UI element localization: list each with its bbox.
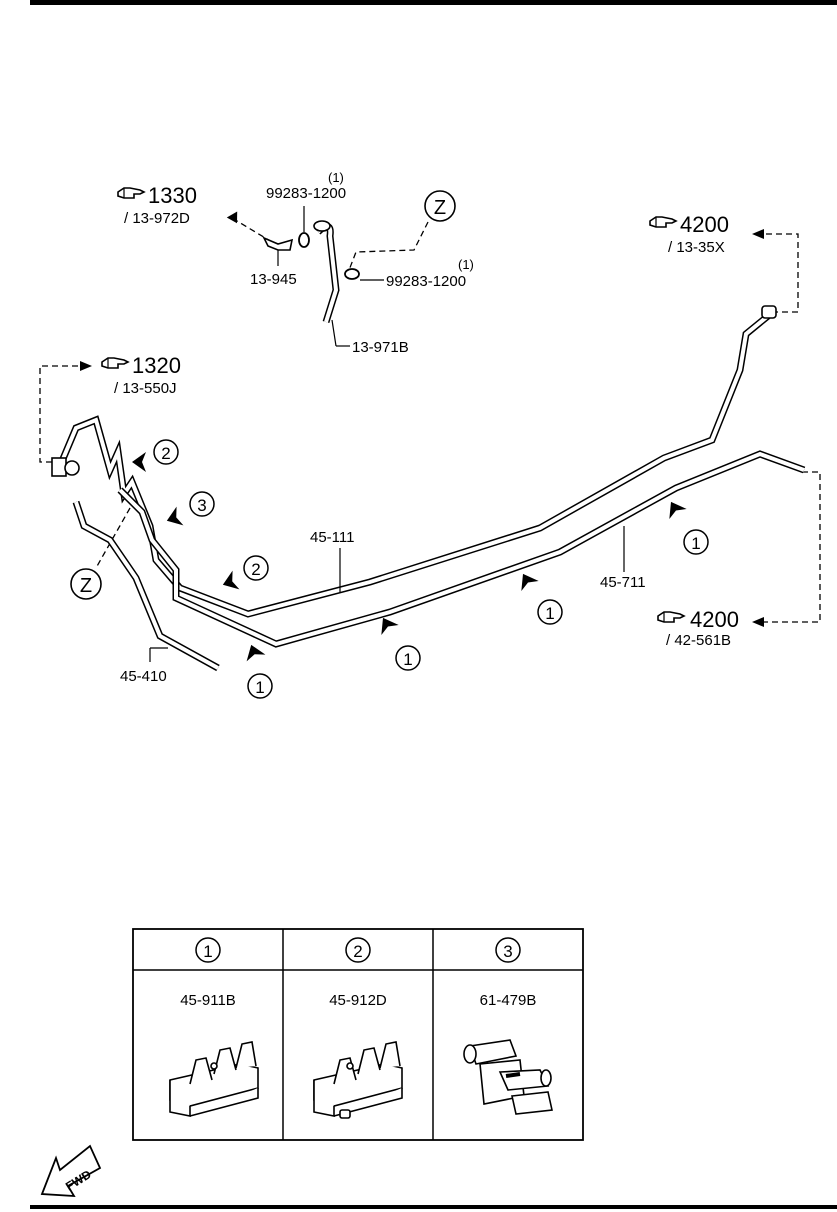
reference-part: / 13-972D [124,210,190,227]
part-label-45-410: 45-410 [120,668,167,685]
svg-text:2: 2 [251,560,260,579]
reference-page: 1320 [132,353,181,378]
dashed-leaders [39,217,821,623]
fuel-pipe-45-711[interactable] [120,454,804,644]
reference-1330[interactable]: 1330 / 13-972D [117,183,197,227]
svg-text:1: 1 [255,678,264,697]
filled-arrow-icon [163,506,184,531]
reference-page: 4200 [680,212,729,237]
pipe-end-connector-right[interactable] [761,305,777,319]
svg-text:3: 3 [503,942,512,961]
hose-13-971B[interactable] [313,220,340,324]
reference-4200-bottom[interactable]: 4200 / 42-561B [657,607,739,649]
legend-part-61-479B: 61-479B [480,992,537,1009]
detail-marker-z-bottom[interactable]: Z [70,568,102,600]
arrow-head-icon [80,361,92,371]
top-border [30,0,837,5]
svg-text:1: 1 [403,650,412,669]
legend-part-45-911B: 45-911B [180,992,236,1009]
arrow-head-icon [752,617,764,627]
pointing-hand-icon [101,357,129,369]
detail-marker-z-top[interactable]: Z [424,190,456,222]
pointing-hand-icon [657,611,685,623]
pipe-end-connector-left[interactable] [51,457,80,477]
pointing-hand-icon [117,187,145,199]
svg-text:Z: Z [80,575,92,597]
reference-1320[interactable]: 1320 / 13-550J [101,353,181,397]
pipe-clip-45-912D-icon [313,1041,403,1119]
part-quantity: (1) [458,257,474,272]
reference-part: / 13-35X [668,239,725,256]
svg-text:Z: Z [434,197,446,219]
legend-header-1: 1 [195,937,221,963]
part-label-99283-1200: 99283-1200 [266,185,346,202]
svg-text:2: 2 [353,942,362,961]
filled-arrow-icon [514,568,539,591]
part-quantity: (1) [328,170,344,185]
callout-clip-1-c[interactable]: 1 [514,568,563,625]
reference-part: / 13-550J [114,380,177,397]
fuel-pipe-45-111[interactable] [60,316,768,614]
callout-clip-1-a[interactable]: 1 [241,641,273,699]
callout-clip-2-upper[interactable]: 2 [132,439,179,472]
y-connector-13-945[interactable] [262,236,294,266]
part-label-13-971B: 13-971B [352,339,409,356]
arrow-head-icon [752,229,764,239]
forward-direction-icon: FWD [40,1144,102,1198]
callout-clip-2-lower[interactable]: 2 [219,555,269,595]
bottom-border [30,1205,837,1209]
fuel-pipe-45-410[interactable] [76,502,218,668]
reference-4200-top[interactable]: 4200 / 13-35X [649,212,729,256]
filled-arrow-icon [662,496,687,519]
filled-arrow-icon [241,641,266,662]
reference-page: 1330 [148,183,197,208]
arrow-head-icon [226,211,238,224]
legend-header-3: 3 [495,937,521,963]
legend-part-45-912D: 45-912D [329,992,387,1009]
filled-arrow-icon [132,452,146,472]
pipe-clip-45-911B-icon [169,1041,259,1117]
legend-header-2: 2 [345,937,371,963]
svg-text:3: 3 [197,496,206,515]
callout-clip-3[interactable]: 3 [163,491,215,531]
part-label-99283-1200: 99283-1200 [386,273,466,290]
part-label-13-945: 13-945 [250,271,297,288]
clip-legend-table: 1 2 3 45-911B 45-912D 61-479B [132,928,584,1141]
callout-clip-1-b[interactable]: 1 [374,612,421,671]
svg-text:1: 1 [545,604,554,623]
reference-part: / 42-561B [666,632,731,649]
callout-clip-1-d[interactable]: 1 [662,496,709,555]
hose-clamp-b[interactable] [344,268,384,281]
reference-page: 4200 [690,607,739,632]
pointing-hand-icon [649,216,677,228]
filled-arrow-icon [219,570,240,595]
part-label-45-711: 45-711 [600,574,646,591]
pipe-clip-61-479B-icon [463,1039,553,1115]
part-label-45-111: 45-111 [310,529,354,546]
svg-text:1: 1 [203,942,212,961]
hose-clamp-a[interactable] [298,206,310,248]
svg-text:1: 1 [691,534,700,553]
svg-text:2: 2 [161,444,170,463]
